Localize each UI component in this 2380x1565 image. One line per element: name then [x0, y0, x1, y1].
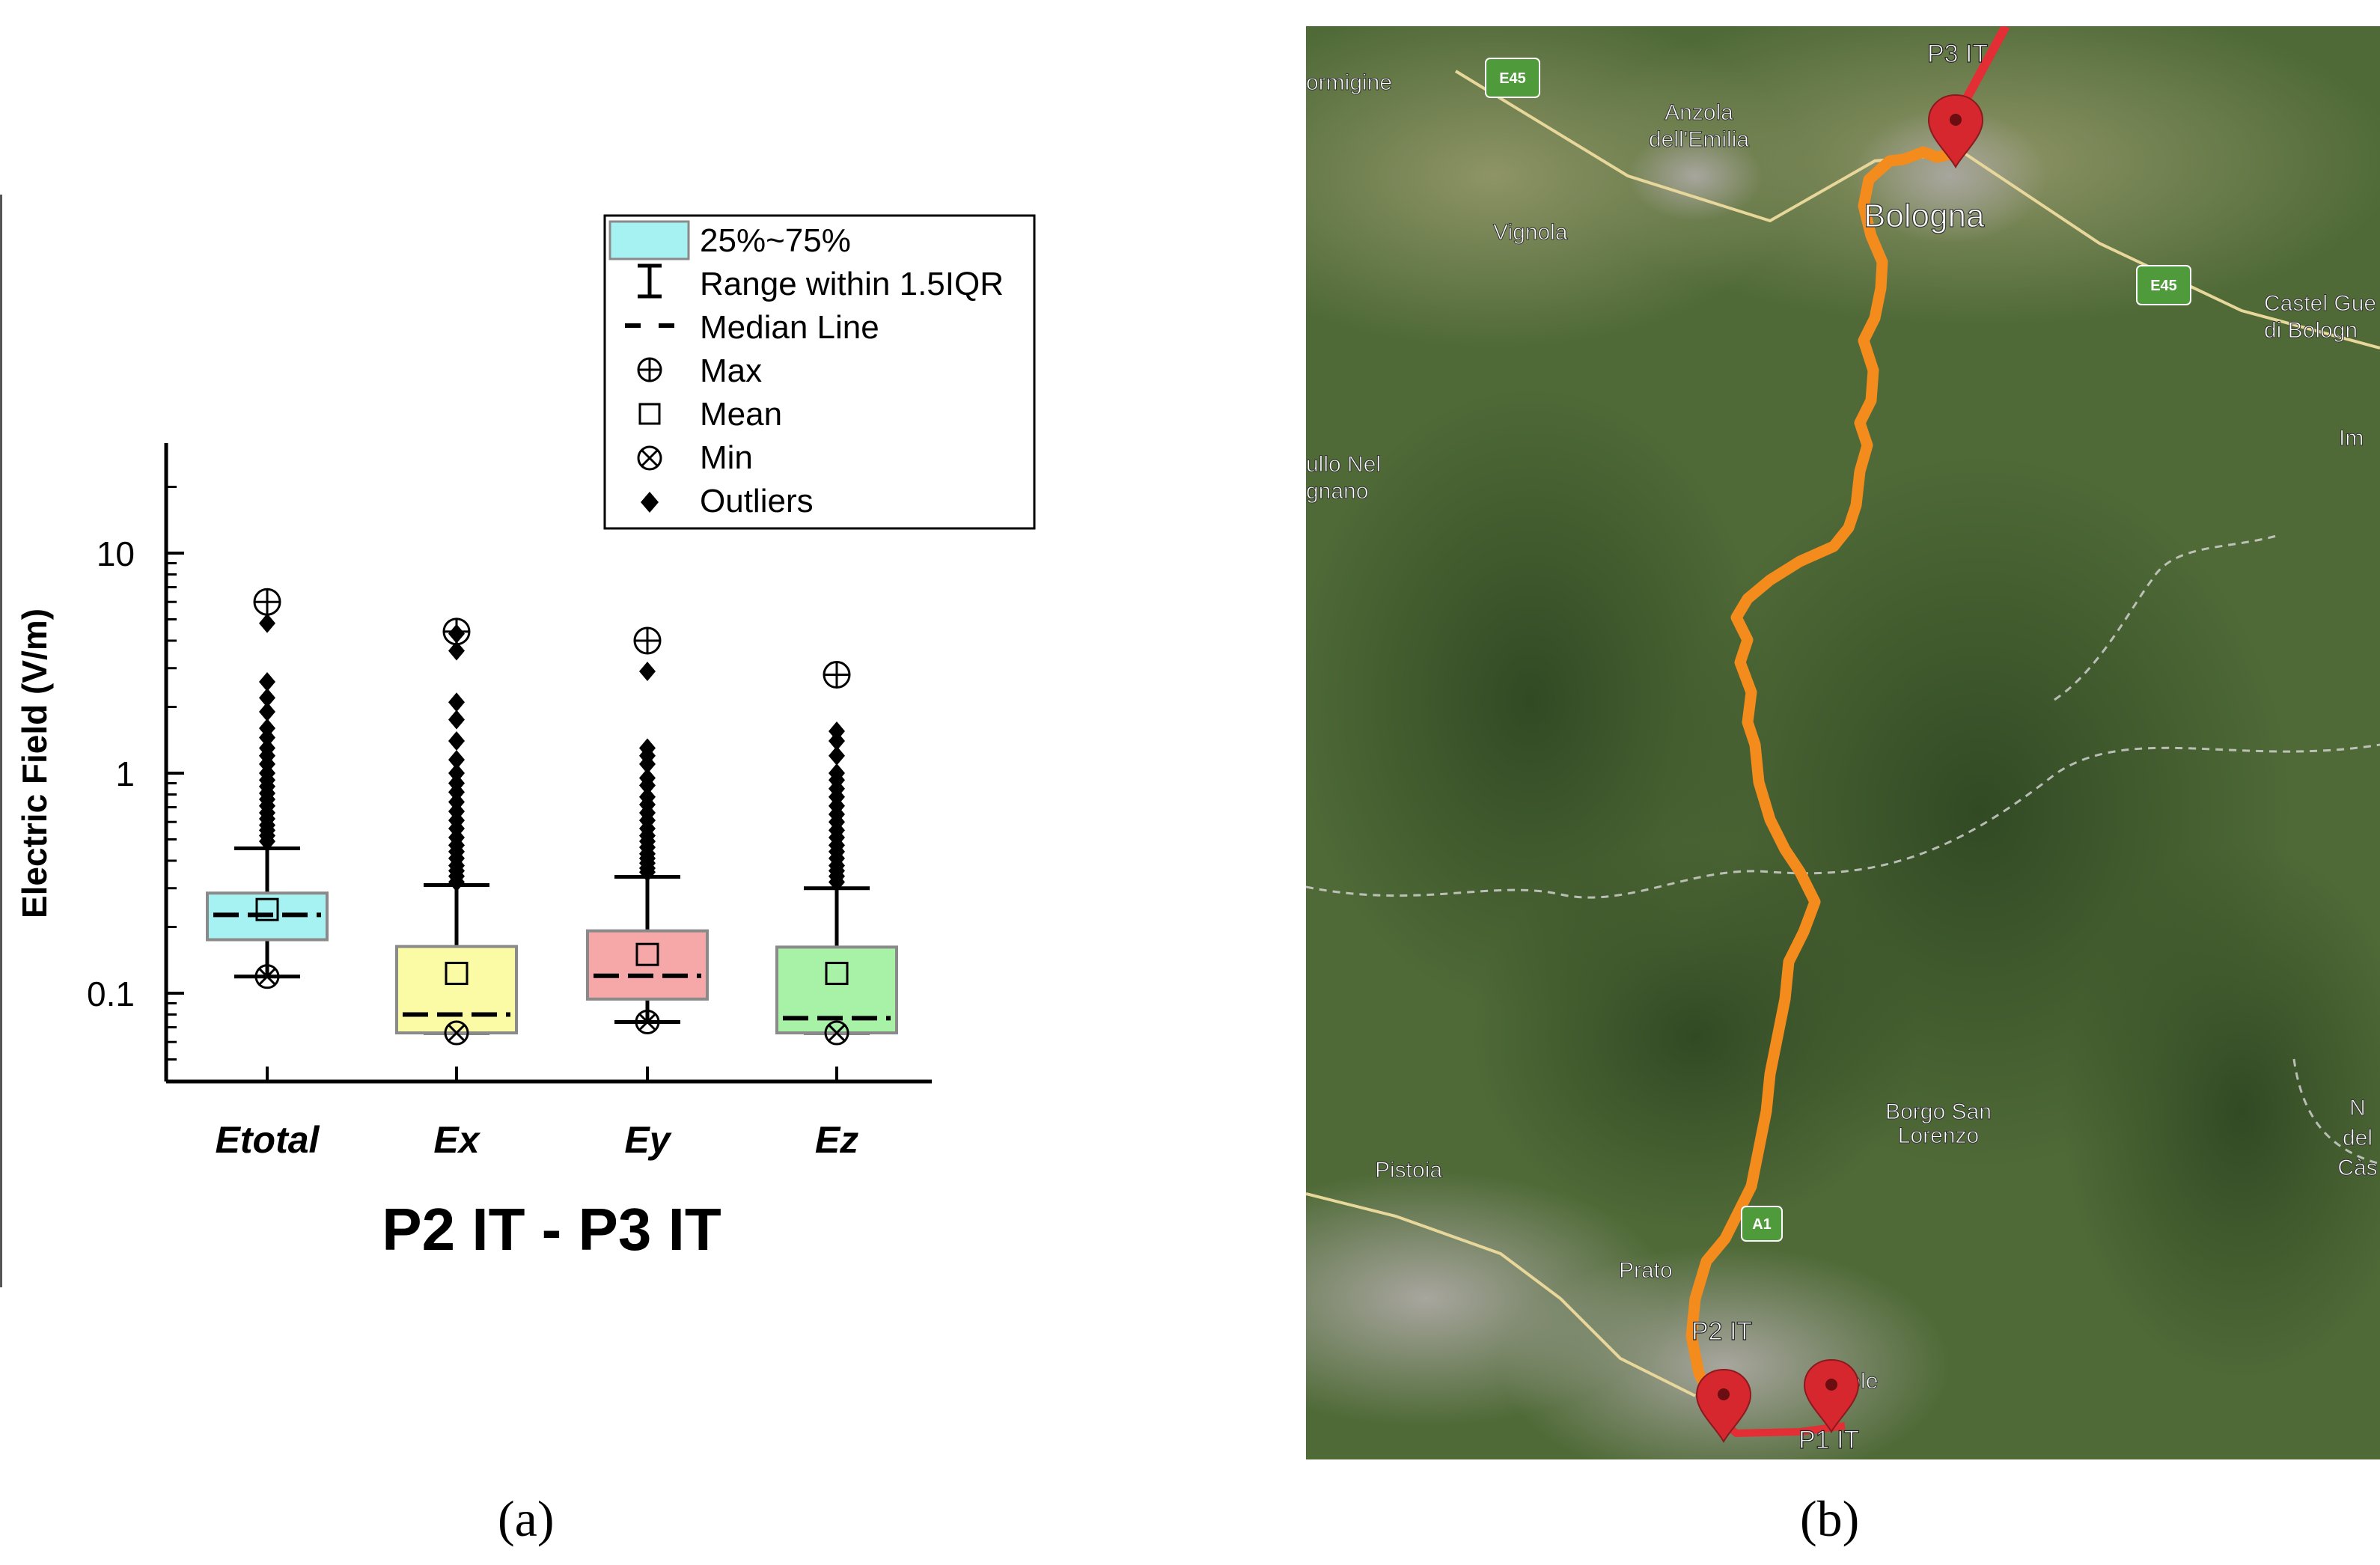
- box-plot-chart: 10 1 0.1 Electric Field (V/m) Etotal Ex …: [15, 214, 1036, 1263]
- label-formigine: ormigine: [1306, 70, 1392, 95]
- legend-frame: [603, 214, 1036, 530]
- marker-p1[interactable]: [1803, 1358, 1860, 1434]
- min-marker-cross-etotal: [257, 967, 277, 986]
- badge-e45-east: E45: [2150, 278, 2177, 294]
- location-pin-icon: [1803, 1358, 1860, 1434]
- box-ex: [395, 945, 518, 1035]
- label-vignola: Vignola: [1493, 220, 1568, 245]
- legend-box-swatch: [608, 220, 690, 260]
- legend-min-symbol: [637, 445, 662, 471]
- outlier-point-ex: [448, 763, 465, 783]
- outlier-point-ex: [448, 641, 465, 661]
- x-tick-label-ex: Ex: [433, 1119, 480, 1161]
- route-line: [1685, 146, 1960, 1424]
- outlier-point-ex: [448, 782, 465, 802]
- mean-marker-ex: [445, 962, 469, 986]
- label-bologna: Bologna: [1864, 198, 1985, 234]
- min-marker-ez: [824, 1020, 849, 1046]
- location-pin-icon: [1927, 94, 1984, 169]
- y-axis-label: Electric Field (V/m): [15, 608, 54, 918]
- legend-label-min: Min: [700, 439, 753, 476]
- outlier-point-etotal: [259, 727, 275, 748]
- outlier-point-ey: [639, 775, 656, 796]
- outlier-point-ey: [639, 862, 656, 882]
- label-prato: Prato: [1619, 1258, 1673, 1283]
- label-p2: P2 IT: [1691, 1317, 1752, 1346]
- outlier-point-ex: [448, 623, 465, 644]
- badge-a1: A1: [1752, 1216, 1772, 1233]
- badge-e45-west: E45: [1499, 70, 1526, 87]
- outlier-point-ez: [829, 731, 845, 751]
- outlier-point-etotal: [259, 702, 275, 722]
- x-tick-label-ez: Ez: [815, 1119, 858, 1161]
- mean-marker-etotal: [255, 897, 279, 921]
- plot-marks: [166, 485, 898, 1082]
- legend: 25%~75% Range within 1.5IQR Median Line …: [603, 214, 1036, 530]
- label-p3: P3 IT: [1927, 40, 1988, 68]
- min-marker-ey: [635, 1009, 660, 1034]
- legend-max-symbol: [637, 357, 662, 382]
- chart-title: P2 IT - P3 IT: [382, 1196, 721, 1263]
- legend-label-median: Median Line: [700, 309, 879, 346]
- outlier-point-ex: [448, 750, 465, 770]
- legend-outlier-symbol: [641, 492, 659, 513]
- outlier-point-ex: [448, 692, 465, 713]
- outlier-point-ex: [448, 731, 465, 751]
- route-map[interactable]: ormigine Vignola Im Pistoia Prato iesole…: [1306, 26, 2380, 1459]
- legend-label-mean: Mean: [700, 396, 782, 433]
- label-pistoia: Pistoia: [1375, 1158, 1442, 1183]
- caption-a: (a): [498, 1490, 555, 1547]
- map-svg: ormigine Vignola Im Pistoia Prato iesole…: [1306, 26, 2380, 1459]
- outlier-point-ey: [639, 754, 656, 774]
- min-marker-cross-ez: [827, 1023, 846, 1043]
- outlier-point-etotal: [259, 688, 275, 708]
- x-tick-label-etotal: Etotal: [216, 1119, 320, 1161]
- point-labels: P3 IT P2 IT P1 IT: [1691, 39, 1988, 1454]
- x-tick-label-ey: Ey: [624, 1119, 671, 1161]
- outlier-point-etotal: [259, 613, 275, 633]
- min-marker-ex: [444, 1020, 469, 1046]
- y-tick-label-0.1: 0.1: [87, 974, 135, 1013]
- outlier-point-ex: [448, 710, 465, 730]
- panel-border-line: [0, 195, 2, 1287]
- legend-label-outliers: Outliers: [700, 483, 814, 519]
- outlier-point-ey: [639, 662, 656, 682]
- legend-label-whisker: Range within 1.5IQR: [700, 266, 1004, 302]
- legend-mean-symbol: [638, 403, 661, 425]
- outlier-point-ez: [829, 872, 845, 892]
- mean-marker-ey: [635, 942, 659, 966]
- outlier-point-etotal: [259, 832, 275, 852]
- outlier-point-ez: [829, 745, 845, 766]
- location-pin-icon: [1695, 1368, 1752, 1444]
- min-marker-cross-ey: [638, 1013, 657, 1031]
- road-badges: E45 E45 A1: [1485, 58, 2191, 1242]
- admin-boundaries: [1306, 534, 2380, 1165]
- outlier-point-ex: [448, 872, 465, 892]
- legend-whisker-symbol: [638, 263, 662, 299]
- outlier-point-etotal: [259, 671, 275, 692]
- legend-label-max: Max: [700, 353, 762, 389]
- caption-b: (b): [1800, 1490, 1860, 1547]
- mean-marker-ez: [825, 962, 849, 986]
- legend-label-box: 25%~75%: [700, 222, 851, 259]
- min-marker-cross-ex: [447, 1023, 466, 1043]
- y-tick-label-1: 1: [115, 754, 135, 793]
- axes: 10 1 0.1 Electric Field (V/m) Etotal Ex …: [15, 443, 932, 1263]
- label-im: Im: [2339, 426, 2364, 451]
- marker-p3[interactable]: [1927, 94, 1984, 169]
- marker-p2[interactable]: [1695, 1368, 1752, 1444]
- y-tick-label-10: 10: [97, 534, 135, 573]
- label-p1: P1 IT: [1798, 1426, 1859, 1454]
- min-marker-etotal: [254, 964, 280, 989]
